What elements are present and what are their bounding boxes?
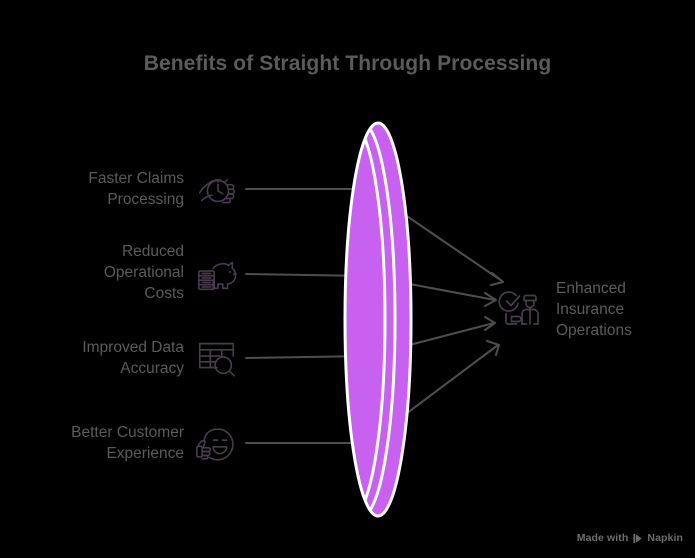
connector-arrowheads (483, 271, 505, 357)
table-magnifier-icon (198, 342, 236, 377)
watermark[interactable]: Made with Napkin (577, 532, 683, 544)
arrowhead-2 (483, 291, 498, 308)
piggy-bank-coins-icon (197, 261, 237, 290)
checkmark-agent-icon (498, 290, 539, 325)
benefit-item-improved-data-accuracy[interactable]: Improved Data Accuracy (5, 335, 240, 381)
benefit-item-faster-claims-processing[interactable]: Faster Claims Processing (5, 166, 240, 212)
benefit-label: Reduced Operational Costs (103, 243, 184, 302)
benefit-label: Improved Data Accuracy (82, 339, 184, 377)
benefit-item-reduced-operational-costs[interactable]: Reduced Operational Costs (5, 241, 240, 304)
arrowhead-1 (489, 271, 505, 287)
outcome-enhanced-insurance-operations[interactable]: Enhanced Insurance Operations (498, 278, 693, 341)
watermark-brand: Napkin (647, 532, 683, 544)
center-layered-ellipse (343, 121, 413, 518)
smiley-thumbs-up-icon (196, 428, 234, 461)
ellipse-divider-2 (345, 123, 387, 516)
arrowhead-4 (485, 339, 501, 357)
arrowhead-3 (483, 315, 497, 332)
outcome-label: Enhanced Insurance Operations (556, 280, 632, 339)
napkin-play-logo-icon (633, 533, 643, 543)
benefit-label: Better Customer Experience (71, 424, 184, 462)
ellipse-divider-1 (345, 123, 397, 516)
benefit-label: Faster Claims Processing (88, 170, 184, 208)
watermark-prefix: Made with (576, 532, 629, 544)
page-title: Benefits of Straight Through Processing (143, 52, 552, 75)
hand-stopwatch-icon (198, 179, 235, 204)
benefit-item-better-customer-experience[interactable]: Better Customer Experience (5, 420, 240, 466)
